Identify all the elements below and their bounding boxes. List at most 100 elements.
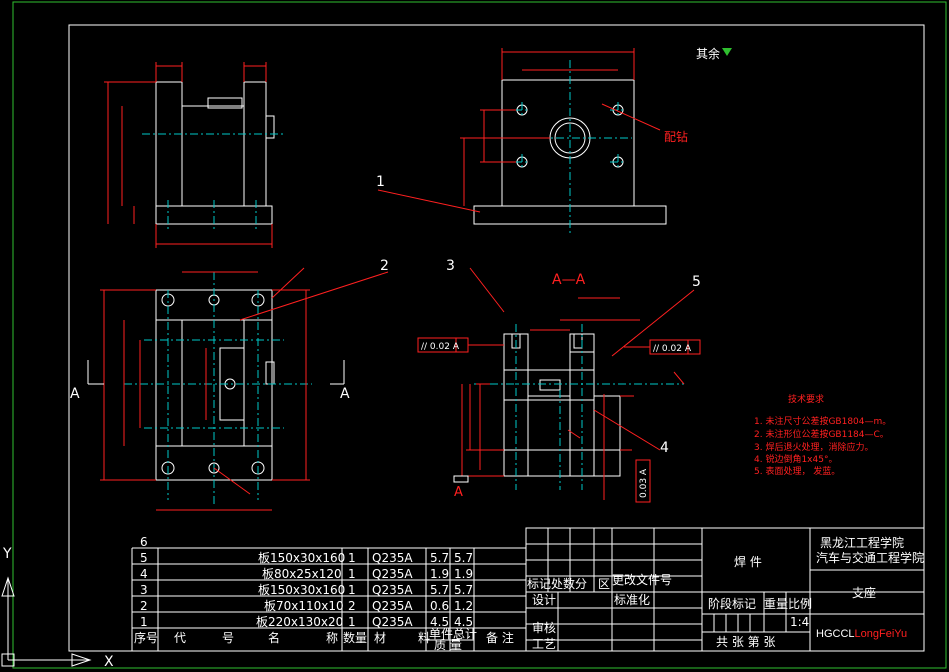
svg-text:1.9: 1.9 (454, 567, 473, 581)
svg-text:4: 4 (140, 567, 148, 581)
svg-text:5: 5 (140, 551, 148, 565)
tech-req-item: 2. 未注形位公差按GB1184—C。 (754, 428, 889, 440)
bom-row-3: 3 板150x30x160 1 Q235A 5.7 5.7 (140, 583, 473, 597)
svg-text:4.5: 4.5 (454, 615, 473, 629)
part-type: 焊 件 (734, 554, 762, 569)
bom-row-6: 6 (140, 535, 148, 549)
svg-text:料: 料 (418, 631, 430, 645)
tech-req-title: 技术要求 (788, 393, 824, 405)
svg-text:板150x30x160: 板150x30x160 (258, 551, 345, 565)
svg-text:板80x25x120: 板80x25x120 (262, 567, 342, 581)
svg-text:Q235A: Q235A (372, 583, 413, 597)
weight-label: 重量 (764, 597, 788, 611)
svg-text:总计: 总计 (453, 627, 477, 641)
drawing-no-code: HGCCL (816, 628, 855, 640)
svg-text:板220x130x20: 板220x130x20 (256, 615, 343, 629)
drawing-author: LongFeiYu (855, 628, 908, 640)
svg-text:3: 3 (140, 583, 148, 597)
svg-text:0.03 A: 0.03 A (639, 468, 649, 498)
svg-text:1.9: 1.9 (430, 567, 449, 581)
ucs-x-label: X (104, 654, 114, 670)
dept-name: 汽车与交通工程学院 (816, 550, 924, 565)
svg-text:序号: 序号 (134, 630, 158, 645)
school-name: 黑龙江工程学院 (820, 535, 904, 550)
svg-text:1: 1 (140, 615, 148, 629)
svg-text:5.7: 5.7 (430, 551, 449, 565)
svg-text:5.7: 5.7 (430, 583, 449, 597)
svg-text:5.7: 5.7 (454, 583, 473, 597)
svg-text:名: 名 (268, 630, 280, 645)
leader-label-3: 3 (446, 258, 455, 274)
section-dims (458, 267, 695, 500)
svg-text:板150x30x160: 板150x30x160 (258, 583, 345, 597)
svg-text:2: 2 (140, 599, 148, 613)
tech-req-item: 4. 锐边倒角1x45°。 (754, 453, 837, 465)
bom-header: 序号 代 号 名 称 数量 材 料 单件 总计 质 量 备 注 (134, 627, 514, 652)
drawing-frame (68, 24, 925, 652)
svg-text:代: 代 (174, 631, 186, 645)
section-cut-marks (87, 360, 345, 385)
tech-req-item: 3. 焊后退火处理，消除应力。 (754, 441, 873, 453)
drawing-no: HGCCLLongFeiYu (816, 628, 907, 640)
svg-text:号: 号 (222, 631, 234, 645)
svg-text:Q235A: Q235A (372, 567, 413, 581)
svg-text:板70x110x10: 板70x110x10 (264, 599, 344, 613)
surface-note: 其余 (696, 46, 720, 61)
front-view-dims (104, 62, 273, 248)
bom-row-1: 1 板220x130x20 1 Q235A 4.5 4.5 (140, 615, 473, 629)
review-label: 审核 (532, 620, 556, 635)
part-name: 支座 (852, 585, 876, 600)
side-view-dims (377, 48, 661, 213)
front-view-centerlines (142, 133, 286, 230)
scale-value: 1:4 (790, 615, 809, 629)
view-mark-right: A (340, 386, 350, 402)
process-label: 工艺 (532, 637, 556, 651)
svg-text:// 0.02 A: // 0.02 A (421, 342, 460, 352)
svg-text:1: 1 (348, 567, 356, 581)
tolerance-frame-left: // 0.02 A (417, 337, 504, 353)
leader-label-5: 5 (692, 274, 701, 290)
ucs-icon (1, 576, 92, 667)
tech-req-item: 1. 未注尺寸公差按GB1804—m。 (754, 415, 891, 427)
mark-row-label: 标记处数分 (527, 576, 587, 591)
leader-label-1: 1 (376, 174, 385, 190)
design-label: 设计 (532, 593, 556, 607)
top-view-centerlines (124, 272, 312, 506)
drawing-border (12, 1, 947, 669)
svg-text:1: 1 (348, 615, 356, 629)
file-no-label: 更改文件号 (612, 572, 672, 587)
stage-label: 阶段标记 (708, 596, 756, 611)
ucs-y-label: Y (2, 546, 12, 562)
front-view (155, 81, 275, 225)
view-mark-section: A (454, 485, 463, 500)
bom-grid (131, 547, 526, 651)
surface-finish-icon (722, 48, 732, 56)
svg-text:Q235A: Q235A (372, 551, 413, 565)
svg-text:6: 6 (140, 535, 148, 549)
leader-label-2: 2 (380, 258, 389, 274)
section-title: A—A (552, 272, 586, 288)
svg-text:4.5: 4.5 (430, 615, 449, 629)
section-mark-frame (453, 475, 469, 483)
svg-text:备 注: 备 注 (486, 630, 514, 645)
bom-row-5: 5 板150x30x160 1 Q235A 5.7 5.7 (140, 551, 473, 565)
bom-row-2: 2 板70x110x10 2 Q235A 0.6 1.2 (140, 599, 473, 613)
scale-label: 比例 (788, 597, 812, 611)
svg-text:Q235A: Q235A (372, 615, 413, 629)
zone-label: 区 (598, 577, 610, 591)
bom-row-4: 4 板80x25x120 1 Q235A 1.9 1.9 (140, 567, 473, 581)
svg-text:5.7: 5.7 (454, 551, 473, 565)
title-block-grid (525, 527, 925, 652)
svg-text:数量: 数量 (343, 630, 367, 645)
side-view-centerlines (508, 60, 632, 236)
svg-text:1: 1 (348, 551, 356, 565)
svg-text:质 量: 质 量 (434, 638, 462, 652)
svg-text:// 0.02 A: // 0.02 A (653, 344, 692, 354)
sheets-label: 共 张 第 张 (716, 635, 775, 649)
svg-text:2: 2 (348, 599, 356, 613)
tolerance-frame-right: // 0.02 A (624, 339, 701, 355)
svg-text:1: 1 (348, 583, 356, 597)
svg-text:Q235A: Q235A (372, 599, 413, 613)
svg-text:材: 材 (374, 631, 386, 645)
